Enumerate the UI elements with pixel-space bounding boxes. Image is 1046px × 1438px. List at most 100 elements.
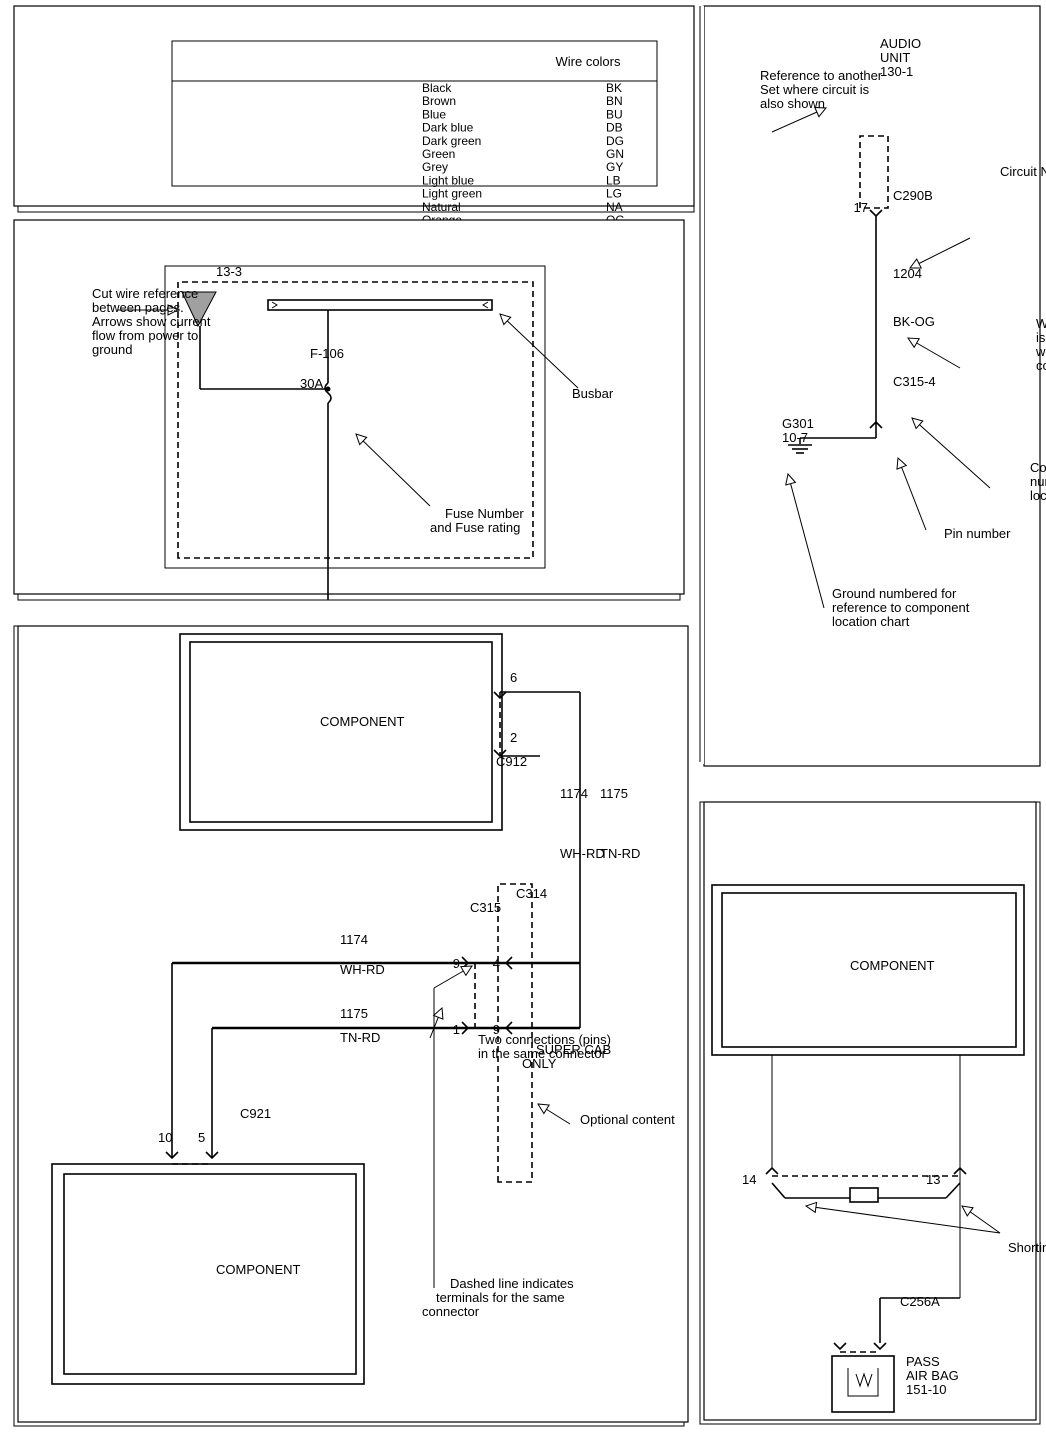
color-tn-rd-label: TN-RD (600, 846, 640, 861)
ground-callout-line3: location chart (832, 614, 910, 629)
pin-6: 6 (510, 670, 517, 685)
audio-unit-line1: AUDIO (880, 36, 921, 51)
fuse-panel: 13-3 F-106 30A Busbar Fuse Number and Fu… (13, 219, 685, 601)
wire-colors-title: Wire colors (555, 54, 621, 69)
top-component-inner (189, 641, 493, 823)
two-connections-line1: Two connections (pins) (478, 1032, 611, 1047)
lower-circuit-1174: 1174 (340, 932, 368, 947)
wire-color-name: Brown (422, 94, 456, 108)
lower-color-wh-rd: WH-RD (340, 962, 385, 977)
two-connections-line2: in the same connector (478, 1046, 607, 1061)
airbag-component-outer (711, 884, 1025, 1056)
wire-color-name: Dark blue (422, 121, 474, 135)
fuse-box (164, 265, 546, 569)
pin-number-callout: Pin number (944, 526, 1011, 541)
top-component-label: COMPONENT (320, 714, 405, 729)
cut-wire-triangle (181, 291, 217, 328)
dashed-line-callout-line3: connector (422, 1304, 480, 1319)
cut-wire-callout-line3: Arrows show current (92, 314, 211, 329)
lower-circuit-1175: 1175 (340, 1006, 368, 1021)
super-cab-line2: ONLY (522, 1056, 557, 1071)
wire-color-code: BU (606, 107, 623, 121)
connector-c315-4: C315-4 (893, 374, 936, 389)
airbag-label-line1: PASS (906, 1354, 940, 1369)
optional-content-callout: Optional content (580, 1112, 675, 1127)
circuit-1174-label: 1174 (560, 786, 588, 801)
circuit-number-callout: Circuit Number (1000, 164, 1046, 179)
connector-c314: C314 (516, 886, 547, 901)
connector-c921: C921 (240, 1106, 271, 1121)
audio-unit-line3: 130-1 (880, 64, 913, 79)
shorting-bar-resistor (849, 1187, 879, 1203)
audio-connector (859, 135, 889, 209)
fuse-number-label: F-106 (310, 346, 344, 361)
ground-ref: 10-7 (782, 430, 808, 445)
fuse-callout-line2: and Fuse rating (430, 520, 520, 535)
insulation-callout-line3: with another (1035, 344, 1046, 359)
airbag-component-inner (721, 892, 1017, 1048)
wire-color-name: Grey (422, 160, 448, 174)
wire-color-code: GY (606, 160, 623, 174)
ground-callout-line2: reference to component (832, 600, 970, 615)
airbag-label-line2: AIR BAG (906, 1368, 959, 1383)
wire-color-code: BK (606, 81, 622, 95)
wire-color-code: DG (606, 134, 624, 148)
dashed-line-callout-line2: terminals for the same (436, 1290, 565, 1305)
insulation-callout-line1: Wire insulation (1036, 316, 1046, 331)
airbag-symbol (831, 1355, 895, 1413)
pin-2: 2 (510, 730, 517, 745)
cut-wire-callout-line2: between pages. (92, 300, 184, 315)
top-component-outer (179, 633, 503, 831)
insulation-callout-line4: color stripe (OG) (1036, 358, 1046, 373)
connector-ref-callout-line3: location chart (1030, 488, 1046, 503)
wire-color-code: BN (606, 94, 623, 108)
wire-color-code: NA (606, 200, 623, 214)
wire-color-name: Light blue (422, 173, 474, 187)
airbag-component-label: COMPONENT (850, 958, 935, 973)
wire-color-name: Black (422, 81, 452, 95)
pin-1: 1 (453, 1022, 460, 1037)
ground-callout-line1: Ground numbered for (832, 586, 957, 601)
pin-9-c314: 9 (493, 1022, 500, 1037)
cut-wire-callout-line4: flow from power to (92, 328, 198, 343)
lower-component-label: COMPONENT (216, 1262, 301, 1277)
wire-color-bk-og: BK-OG (893, 314, 935, 329)
wire-color-code: GN (606, 147, 624, 161)
busbar (267, 299, 493, 311)
pin-9-c315: 9 (453, 956, 460, 971)
pin-4: 4 (493, 956, 500, 971)
fuse-symbol (324, 382, 332, 404)
connector-c315: C315 (470, 900, 501, 915)
wire-color-name: Natural (422, 200, 461, 214)
c314-optional-box (497, 883, 533, 1183)
connector-ref-callout-line1: Connector reference (1030, 460, 1046, 475)
reference-callout-line2: Set where circuit is (760, 82, 870, 97)
insulation-callout-line2: is one color (BK) (1036, 330, 1046, 345)
connector-c912: C912 (496, 754, 527, 769)
fuse-rating-label: 30A (300, 376, 323, 391)
reference-callout-line3: also shown (760, 96, 825, 111)
shorting-bar-callout: Shorting Bar (1008, 1240, 1046, 1255)
lower-color-tn-rd: TN-RD (340, 1030, 380, 1045)
cut-wire-callout-line1: Cut wire reference (92, 286, 198, 301)
wire-color-name: Blue (422, 107, 446, 121)
audio-panel: AUDIO UNIT 130-1 C290B 17 1204 BK-OG C31… (699, 5, 1046, 767)
connector-c256a: C256A (900, 1294, 940, 1309)
connector-c290b: C290B (893, 188, 933, 203)
cut-wire-callout-line5: ground (92, 342, 132, 357)
airbag-label-line3: 151-10 (906, 1382, 946, 1397)
connector-ref-callout-line2: number for component (1030, 474, 1046, 489)
dashed-line-callout-line1: Dashed line indicates (450, 1276, 574, 1291)
ground-g301: G301 (782, 416, 814, 431)
airbag-panel: COMPONENT 14 13 Shorting Bar C256A PASS … (699, 801, 1046, 1425)
color-wh-rd-label: WH-RD (560, 846, 605, 861)
fuse-box-dashed (177, 281, 534, 559)
fuse-callout-line1: Fuse Number (445, 506, 524, 521)
pin-13: 13 (926, 1172, 940, 1187)
reference-callout-line1: Reference to another (760, 68, 883, 83)
fuse-ref-label: 13-3 (216, 264, 242, 279)
wire-color-name: Light green (422, 187, 482, 201)
